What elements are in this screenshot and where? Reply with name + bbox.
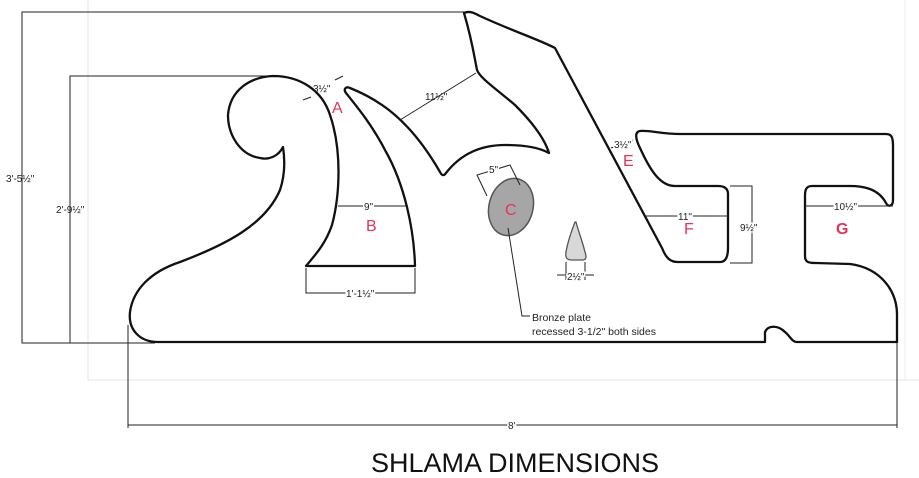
a-dim-line [302, 96, 312, 101]
top-gap-label: 11½" [425, 92, 448, 103]
f-width-label: 11" [678, 212, 692, 223]
overall-height-label: 3'-5½" [6, 174, 35, 185]
region-label-b: B [366, 218, 377, 235]
b-base-dim-line [305, 268, 416, 294]
spike-shape [565, 221, 587, 261]
c-width-dim-line [476, 164, 521, 197]
e-dim-line [610, 139, 634, 149]
a-dim-line [334, 75, 344, 81]
plate-note-line1: Bronze plate [532, 312, 591, 324]
region-label-c: C [505, 202, 517, 219]
plate-note-line2: recessed 3-1/2" both sides [532, 326, 656, 338]
region-label-a: A [332, 100, 343, 117]
overall-length-label: 8' [508, 421, 516, 432]
b-width-label: 9" [364, 202, 374, 213]
overall-length-dimension [127, 325, 898, 428]
f-height-label: 9½" [740, 223, 758, 234]
f-height-dim-line [730, 185, 753, 264]
diagram-title: SHLAMA DIMENSIONS [371, 448, 659, 478]
inner-height-label: 2'-9½" [56, 205, 85, 216]
shlama-outline [128, 10, 899, 344]
plate-leader-line [507, 227, 530, 317]
region-label-e: E [623, 153, 634, 170]
c-width-label: 5" [489, 165, 499, 176]
inner-height-dimension [69, 75, 275, 343]
spike-width-label: 2½" [567, 272, 585, 283]
top-gap-dim-line [399, 72, 477, 121]
region-label-g: G [836, 221, 848, 238]
b-base-label: 1'-1½" [346, 289, 375, 300]
region-label-f: F [684, 221, 694, 238]
g-width-label: 10½" [834, 202, 857, 213]
bronze-plate [487, 177, 535, 237]
overall-height-dimension [21, 11, 470, 344]
a-width-label: 3½" [313, 84, 331, 95]
e-width-label: 3½" [614, 140, 632, 151]
